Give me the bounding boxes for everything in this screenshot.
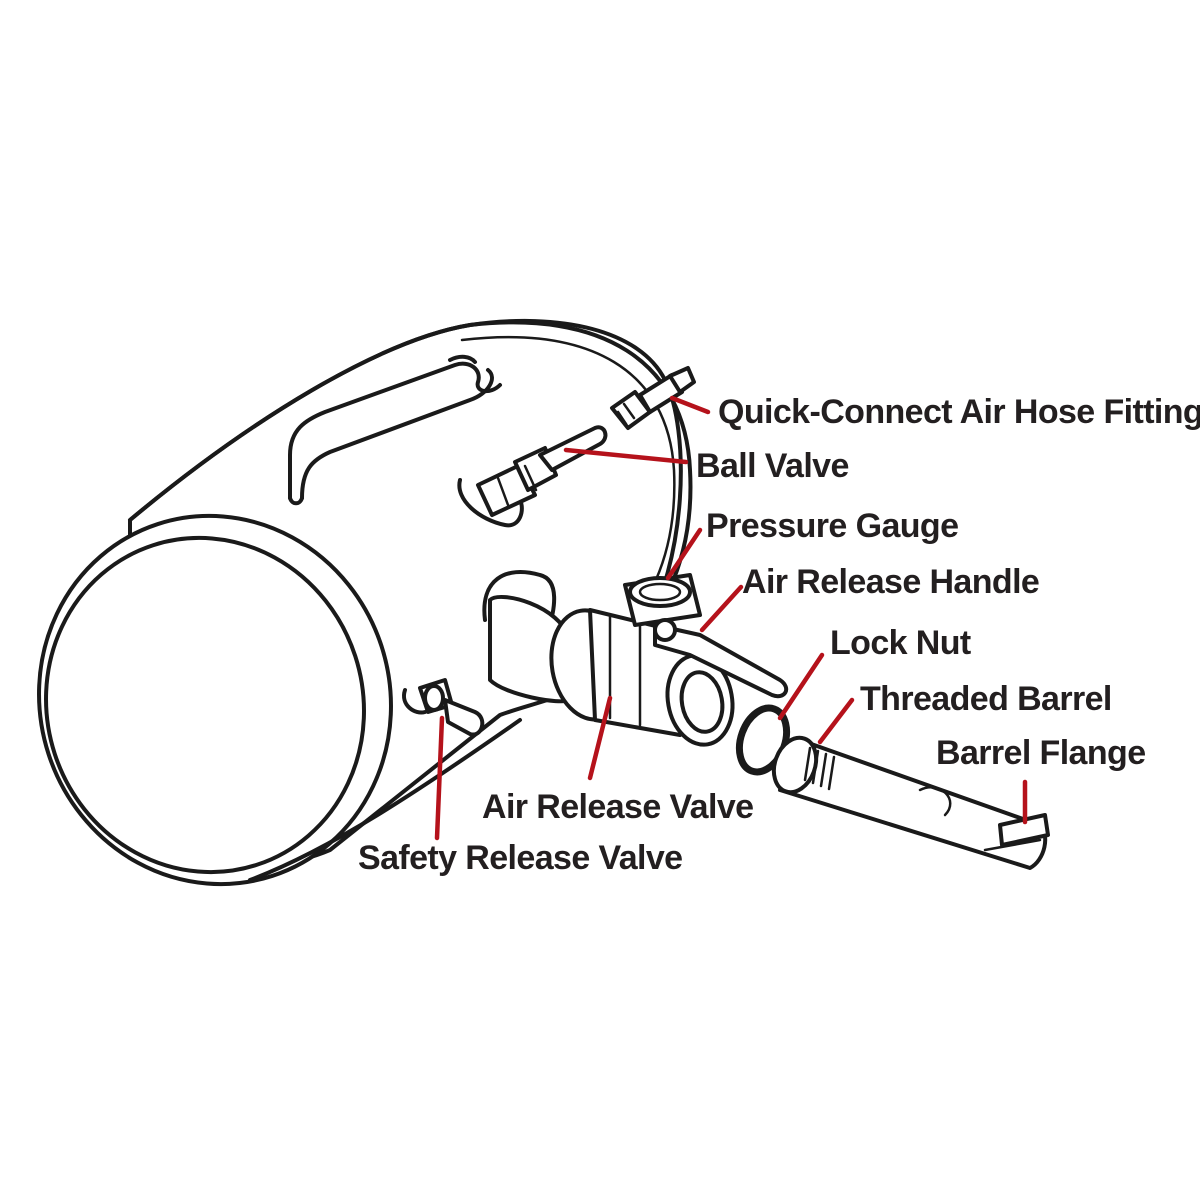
label-barrel-flange: Barrel Flange: [936, 734, 1146, 772]
label-air-release-valve: Air Release Valve: [482, 788, 753, 826]
leader-pressure-gauge: [665, 527, 703, 581]
pressure-gauge-part: [623, 573, 702, 627]
label-safety-release-valve: Safety Release Valve: [358, 839, 682, 877]
quick-connect-fitting: [610, 366, 696, 430]
threaded-barrel-part: [771, 735, 1050, 870]
air-release-valve-part: [482, 570, 735, 747]
label-lock-nut: Lock Nut: [830, 624, 971, 662]
leader-quick-connect: [669, 395, 711, 415]
safety-release-valve-part: [402, 678, 485, 737]
label-threaded-barrel: Threaded Barrel: [860, 680, 1112, 718]
leader-air-release-valve: [587, 695, 613, 781]
label-pressure-gauge: Pressure Gauge: [706, 507, 958, 545]
leader-air-release-handle: [699, 584, 744, 633]
label-quick-connect: Quick-Connect Air Hose Fitting: [718, 393, 1200, 431]
leader-lock-nut: [777, 652, 825, 721]
leader-safety-release-valve: [434, 715, 445, 841]
air-release-handle-part: [653, 618, 789, 699]
label-air-release-handle: Air Release Handle: [742, 563, 1039, 601]
label-ball-valve: Ball Valve: [696, 447, 849, 485]
leader-threaded-barrel: [817, 697, 855, 745]
leader-ball-valve: [563, 447, 689, 465]
